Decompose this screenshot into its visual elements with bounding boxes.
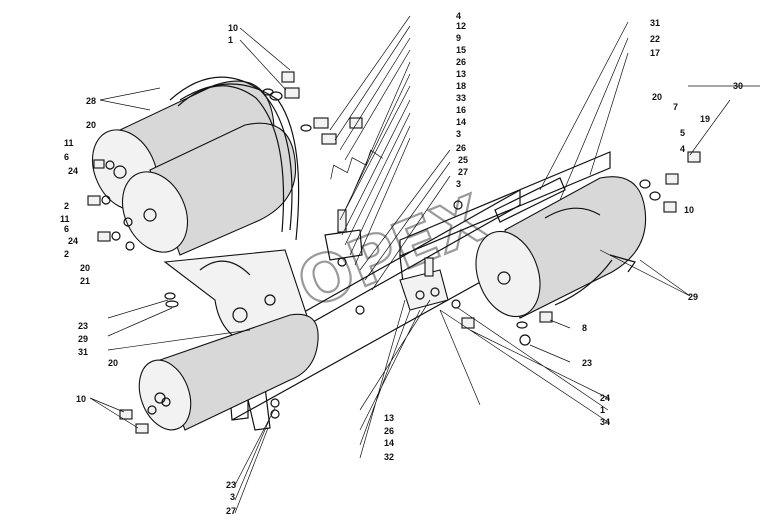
callout-16: 16 — [456, 105, 466, 115]
watermark-text: OPEX — [288, 182, 496, 323]
callout-26-top: 26 — [456, 57, 466, 67]
callout-33: 33 — [456, 93, 466, 103]
fittings-lower-left — [119, 292, 179, 434]
callout-17: 17 — [650, 48, 660, 58]
callout-23-bottom: 23 — [226, 480, 236, 490]
callout-4-right: 4 — [680, 144, 685, 154]
callout-3-mid: 3 — [456, 179, 461, 189]
callout-30: 30 — [733, 81, 743, 91]
callout-31-top-right: 31 — [650, 18, 660, 28]
callout-10-bottom-left: 10 — [76, 394, 86, 404]
callout-18: 18 — [456, 81, 466, 91]
callout-6-a: 6 — [64, 152, 69, 162]
callout-14-top: 14 — [456, 117, 466, 127]
callout-3-bottom: 3 — [230, 492, 235, 502]
callout-8: 8 — [582, 323, 587, 333]
callout-34: 34 — [600, 417, 610, 427]
callout-24-b: 24 — [68, 236, 78, 246]
callout-2-a: 2 — [64, 201, 69, 211]
fittings-top-left — [262, 71, 363, 145]
air-receiver-lower — [138, 313, 319, 431]
callout-9: 9 — [456, 33, 461, 43]
callout-25: 25 — [458, 155, 468, 165]
fittings-right-side — [270, 151, 701, 419]
callout-10-top-left: 10 — [228, 23, 238, 33]
leader-lines — [89, 15, 760, 514]
callout-24-a: 24 — [68, 166, 78, 176]
callout-27-mid: 27 — [458, 167, 468, 177]
callout-20-top-right: 20 — [652, 92, 662, 102]
callout-20-bottom-left: 20 — [108, 358, 118, 368]
callout-labels: 10 1 28 20 11 6 24 2 11 6 24 2 20 21 23 … — [60, 11, 743, 516]
callout-23-mid-left: 23 — [78, 321, 88, 331]
callout-6-b: 6 — [64, 224, 69, 234]
callout-2-b: 2 — [64, 249, 69, 259]
callout-15: 15 — [456, 45, 466, 55]
fittings-left-side — [87, 159, 135, 251]
callout-10-right: 10 — [684, 205, 694, 215]
air-receiver-upper-front — [121, 122, 297, 256]
callout-13-top: 13 — [456, 69, 466, 79]
callout-14-bottom: 14 — [384, 438, 394, 448]
callout-26-mid: 26 — [456, 143, 466, 153]
callout-29-right: 29 — [688, 292, 698, 302]
callout-13-bottom: 13 — [384, 413, 394, 423]
callout-28: 28 — [86, 96, 96, 106]
callout-24-right: 24 — [600, 393, 610, 403]
valve-assembly-center — [399, 257, 449, 311]
callout-19: 19 — [700, 114, 710, 124]
watermark-gear-top — [330, 149, 383, 180]
air-receiver-right — [475, 176, 647, 319]
callout-32: 32 — [384, 452, 394, 462]
callout-26-bottom: 26 — [384, 426, 394, 436]
valve-bracket-upper — [324, 209, 363, 267]
callout-29-mid-left: 29 — [78, 334, 88, 344]
callout-27-bottom: 27 — [226, 506, 236, 516]
callout-7: 7 — [673, 102, 678, 112]
callout-3-top: 3 — [456, 129, 461, 139]
callout-1-top-left: 1 — [228, 35, 233, 45]
callout-20-top-left: 20 — [86, 120, 96, 130]
callout-23-right: 23 — [582, 358, 592, 368]
callout-1-right: 1 — [600, 405, 605, 415]
callout-11-a: 11 — [64, 138, 74, 148]
callout-21: 21 — [80, 276, 90, 286]
callout-22: 22 — [650, 34, 660, 44]
callout-4: 4 — [456, 11, 461, 21]
callout-12: 12 — [456, 21, 466, 31]
callout-31-mid-left: 31 — [78, 347, 88, 357]
right-mounting-brackets — [494, 177, 636, 273]
callout-5: 5 — [680, 128, 685, 138]
callout-11-b: 11 — [60, 214, 70, 224]
callout-20-mid-left: 20 — [80, 263, 90, 273]
